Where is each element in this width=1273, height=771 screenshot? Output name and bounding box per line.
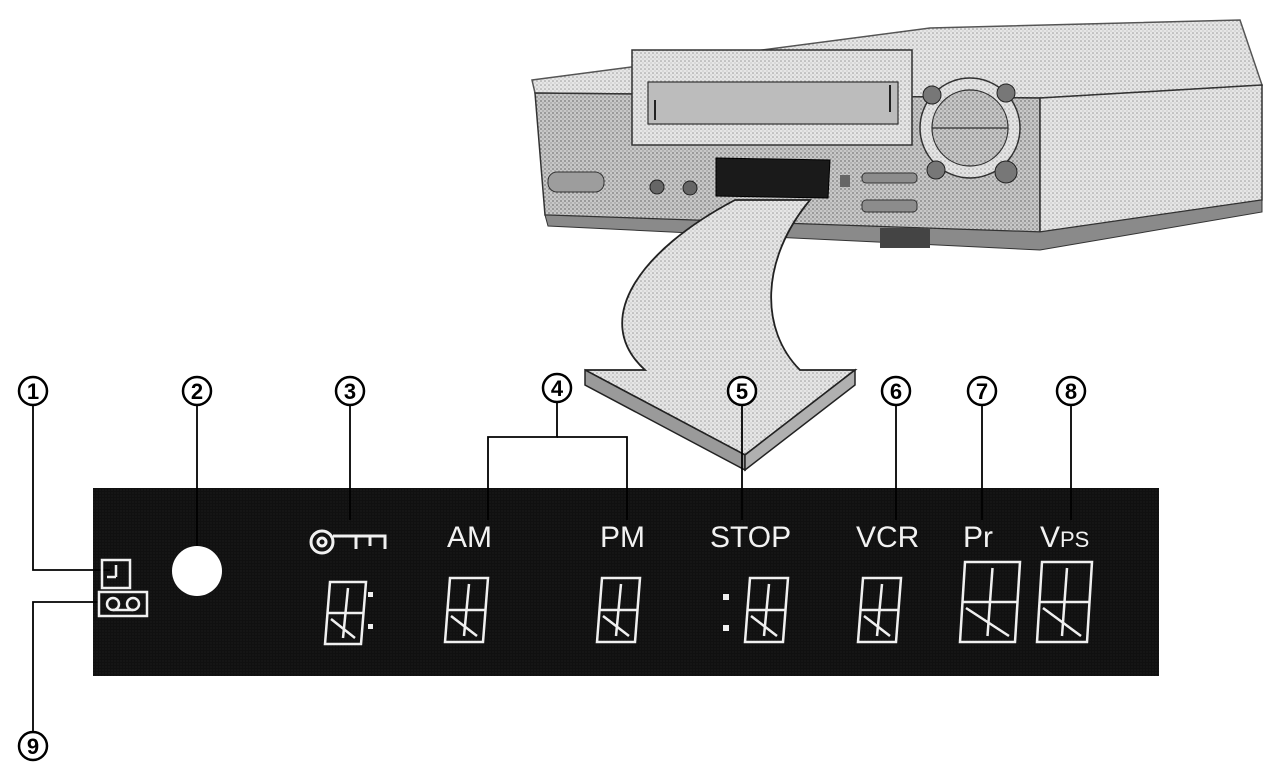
svg-text:9: 9 xyxy=(27,734,39,759)
segment-digit xyxy=(443,576,490,644)
display-panel xyxy=(93,488,1159,676)
segment-digit xyxy=(856,576,903,644)
pm-label: PM xyxy=(600,521,645,554)
callout-8: 8 xyxy=(1055,375,1087,407)
colon-dots xyxy=(368,592,729,631)
cassette-icon xyxy=(97,590,149,618)
timer-icon xyxy=(100,558,132,590)
callouts: 1 2 3 4 5 6 7 8 9 xyxy=(17,372,1087,762)
callout-9: 9 xyxy=(17,730,49,762)
colon-dot xyxy=(723,594,729,600)
segment-digits xyxy=(323,560,1094,646)
am-label: AM xyxy=(447,521,492,554)
svg-text:V: V xyxy=(1040,521,1060,554)
callout-1: 1 xyxy=(17,375,49,407)
disc-indicator xyxy=(172,546,222,596)
vcr-unit xyxy=(531,19,1264,251)
svg-text:5: 5 xyxy=(736,379,748,404)
colon-dot xyxy=(368,624,373,629)
svg-text:PS: PS xyxy=(1060,527,1089,552)
svg-text:7: 7 xyxy=(976,379,988,404)
vcr-label: VCR xyxy=(856,521,919,554)
svg-text:2: 2 xyxy=(191,379,203,404)
segment-digit xyxy=(595,576,642,644)
zoom-arrow xyxy=(584,199,858,472)
segment-digit xyxy=(323,580,368,646)
svg-text:6: 6 xyxy=(890,379,902,404)
pr-label: Pr xyxy=(963,521,993,554)
segment-digit xyxy=(1035,560,1094,644)
stop-label: STOP xyxy=(710,521,791,554)
callout-2: 2 xyxy=(181,375,213,407)
callout-3: 3 xyxy=(334,375,366,407)
callout-5: 5 xyxy=(726,375,758,407)
segment-digit xyxy=(743,576,790,644)
colon-dot xyxy=(368,592,373,597)
callout-7: 7 xyxy=(966,375,998,407)
callout-6: 6 xyxy=(880,375,912,407)
svg-text:1: 1 xyxy=(27,379,39,404)
segment-digit xyxy=(958,560,1022,644)
colon-dot xyxy=(723,625,729,631)
vps-label: V PS xyxy=(1040,521,1089,554)
svg-text:4: 4 xyxy=(551,376,564,401)
leader-lines xyxy=(32,402,1072,732)
callout-4: 4 xyxy=(541,372,573,404)
svg-text:8: 8 xyxy=(1065,379,1077,404)
svg-text:3: 3 xyxy=(344,379,356,404)
key-icon xyxy=(309,529,387,555)
